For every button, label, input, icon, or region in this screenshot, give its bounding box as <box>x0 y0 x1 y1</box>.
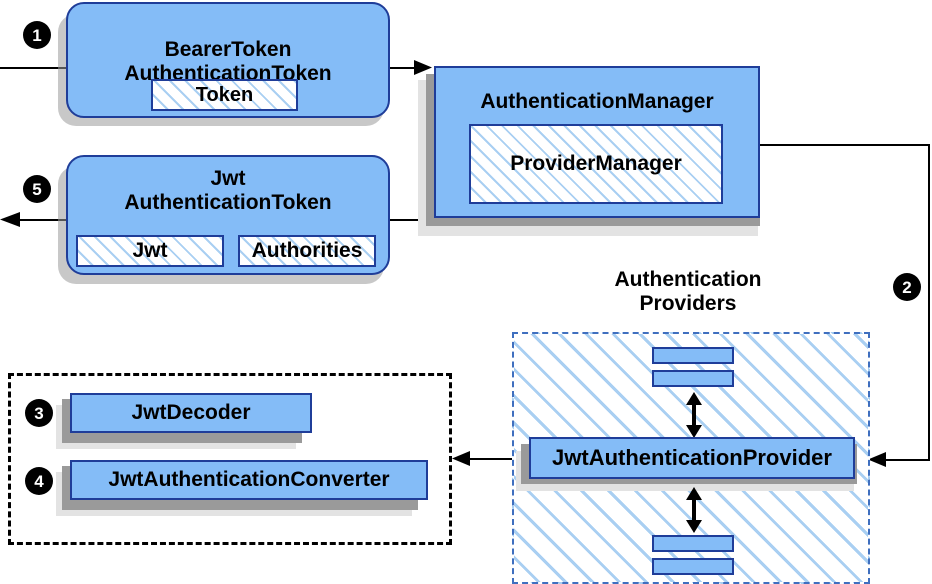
connector-provider-to-support <box>470 458 518 460</box>
token-inner-label: Token <box>195 83 254 106</box>
arrowhead-to-provider <box>868 452 886 467</box>
step-bullet-5: 5 <box>24 176 50 202</box>
anonymous-provider-top-bar-1 <box>652 347 734 364</box>
jwt-token-title-line1: Jwt <box>210 167 246 190</box>
arrowhead-to-support <box>452 451 470 466</box>
step-bullet-4: 4 <box>26 468 52 494</box>
step-bullet-4-digit: 4 <box>34 471 44 491</box>
authentication-providers-caption-line1: Authentication <box>614 268 762 291</box>
step-bullet-2: 2 <box>894 274 920 300</box>
arrowhead-to-manager <box>414 60 432 75</box>
jwt-inner-label: Jwt <box>132 239 168 262</box>
authentication-manager-title: AuthenticationManager <box>480 90 714 113</box>
arrowhead-response-out <box>0 212 20 227</box>
jwt-decoder-label: JwtDecoder <box>131 401 251 424</box>
jwt-converter-box[interactable]: JwtAuthenticationConverter <box>70 460 428 500</box>
authorities-inner-label: Authorities <box>251 239 363 262</box>
jwt-support-container <box>8 373 452 545</box>
token-inner-box[interactable]: Token <box>151 79 298 111</box>
anonymous-provider-top-bar-2 <box>652 370 734 387</box>
authentication-providers-caption-line2: Providers <box>639 291 737 315</box>
jwt-token-title-line2: AuthenticationToken <box>124 190 332 214</box>
connector-bearer-to-manager <box>390 67 422 69</box>
connector-request-in <box>0 67 66 69</box>
step-bullet-2-digit: 2 <box>902 277 912 297</box>
authentication-providers-caption: Authentication Providers <box>560 268 816 315</box>
jwt-decoder-box[interactable]: JwtDecoder <box>70 393 312 433</box>
connector-response-out <box>18 219 66 221</box>
provider-manager-box[interactable]: ProviderManager <box>469 124 723 204</box>
provider-manager-label: ProviderManager <box>510 152 682 175</box>
jwt-auth-provider-label: JwtAuthenticationProvider <box>552 445 832 470</box>
double-arrow-bottom-icon <box>686 487 702 533</box>
jwt-auth-provider-box[interactable]: JwtAuthenticationProvider <box>529 437 855 479</box>
anonymous-provider-bottom-bar-2 <box>652 558 734 575</box>
bearer-token-title-line1: BearerToken <box>164 38 292 62</box>
jwt-token-title: Jwt AuthenticationToken <box>124 167 331 214</box>
jwt-inner-box[interactable]: Jwt <box>76 235 224 267</box>
connector-into-provider <box>886 459 930 461</box>
connector-manager-right <box>758 144 930 146</box>
authorities-inner-box[interactable]: Authorities <box>238 235 376 267</box>
anonymous-provider-bottom-bar-1 <box>652 535 734 552</box>
jwt-converter-label: JwtAuthenticationConverter <box>108 468 390 491</box>
double-arrow-top-icon <box>686 392 702 438</box>
step-bullet-1-digit: 1 <box>32 25 42 45</box>
step-bullet-5-digit: 5 <box>32 179 42 199</box>
step-bullet-3: 3 <box>26 400 52 426</box>
connector-manager-down <box>928 144 930 460</box>
step-bullet-3-digit: 3 <box>34 403 44 423</box>
step-bullet-1: 1 <box>24 22 50 48</box>
